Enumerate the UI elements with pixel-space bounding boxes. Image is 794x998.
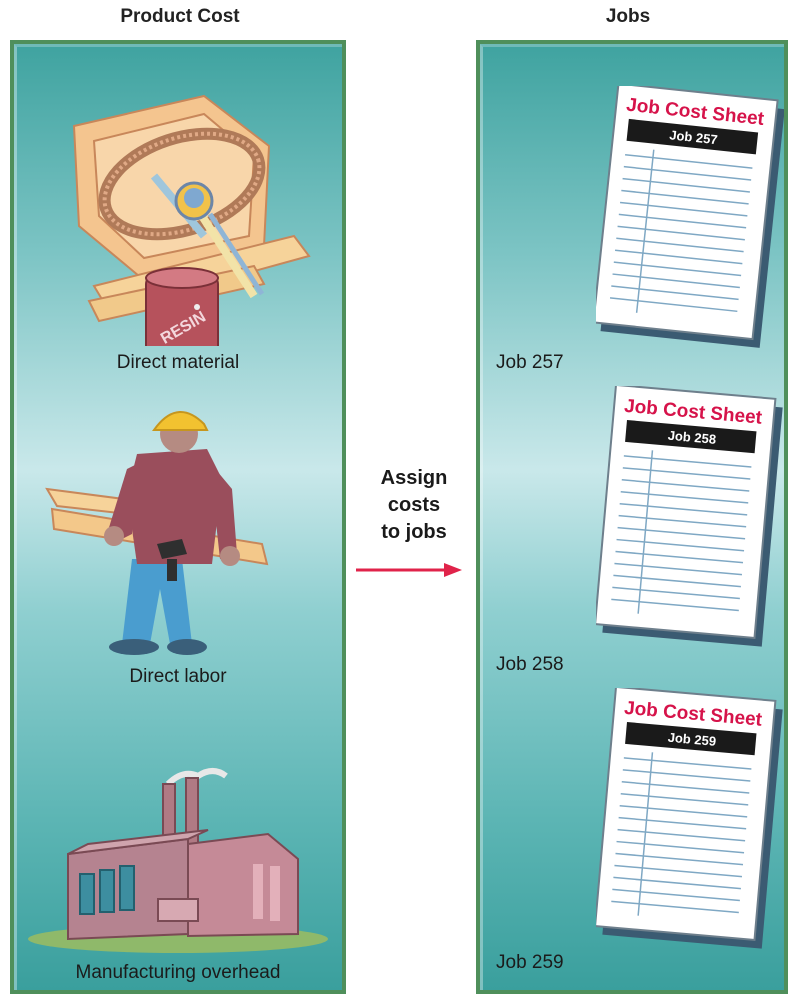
- jobs-heading: Jobs: [605, 6, 651, 27]
- assign-costs-text: Assign costs to jobs: [354, 465, 474, 546]
- product-cost-heading: Product Cost: [120, 6, 240, 27]
- job-258-label: Job 258: [496, 654, 564, 675]
- direct-labor-label: Direct labor: [129, 666, 227, 687]
- sheet-job-257: Job 257: [669, 127, 719, 147]
- job-259-label: Job 259: [496, 952, 564, 973]
- panel-shade: [480, 44, 784, 990]
- sheet-job-259: Job 259: [667, 730, 717, 749]
- direct-material-illustration: RESIN: [72, 94, 311, 346]
- sheet-job-258: Job 258: [667, 428, 717, 447]
- direct-material-label: Direct material: [116, 352, 240, 373]
- assign-costs-line-3: to jobs: [381, 521, 447, 543]
- assign-costs-line-2: costs: [387, 494, 441, 516]
- manufacturing-overhead-label: Manufacturing overhead: [75, 962, 281, 983]
- jobs-panel: Job Cost Sheet Job 257 Job 257 Job Cost …: [476, 40, 788, 994]
- assign-costs-line-1: Assign: [380, 467, 448, 489]
- direct-labor-illustration: [45, 411, 269, 655]
- assign-arrow-icon: [356, 563, 462, 577]
- job-cost-sheet-259: Job Cost Sheet Job 259: [596, 688, 783, 949]
- panel-shade: [14, 44, 342, 990]
- factory-illustration: [28, 768, 328, 953]
- job-cost-sheet-257: Job Cost Sheet Job 257: [596, 86, 784, 348]
- product-cost-panel: RESIN Direct material Direct labor: [10, 40, 346, 994]
- job-cost-sheet-258: Job Cost Sheet Job 258: [596, 386, 783, 647]
- job-257-label: Job 257: [496, 352, 564, 373]
